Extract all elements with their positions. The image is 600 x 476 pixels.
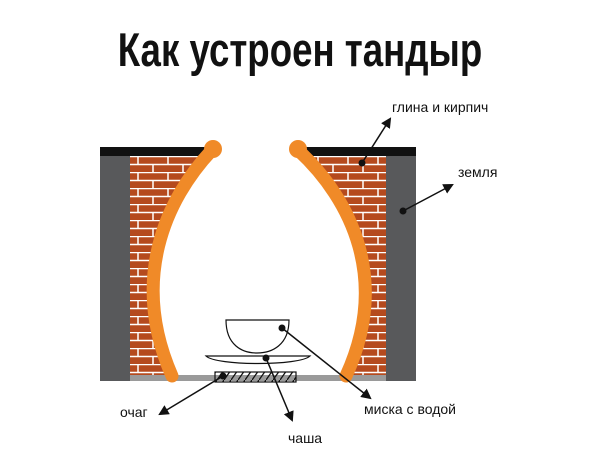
pointer-dots [219, 159, 407, 380]
earth-wall-left [100, 154, 130, 381]
clay-wall-left [146, 143, 219, 383]
pointer-lines [158, 117, 454, 422]
clay-wall-right [291, 143, 372, 383]
label-earth: земля [458, 164, 498, 180]
cup-plate [204, 355, 312, 365]
label-clay-brick: глина и кирпич [392, 99, 489, 115]
diagram-title: Как устроен тандыр [117, 23, 483, 76]
oven-interior [153, 150, 366, 376]
top-cap-left [100, 147, 210, 156]
label-hearth: очаг [120, 404, 148, 420]
hearth [214, 371, 297, 383]
earth-wall-right [386, 154, 416, 381]
label-bowl-water: миска с водой [364, 401, 456, 417]
top-cap-right [300, 147, 416, 156]
label-cup: чаша [288, 430, 323, 446]
